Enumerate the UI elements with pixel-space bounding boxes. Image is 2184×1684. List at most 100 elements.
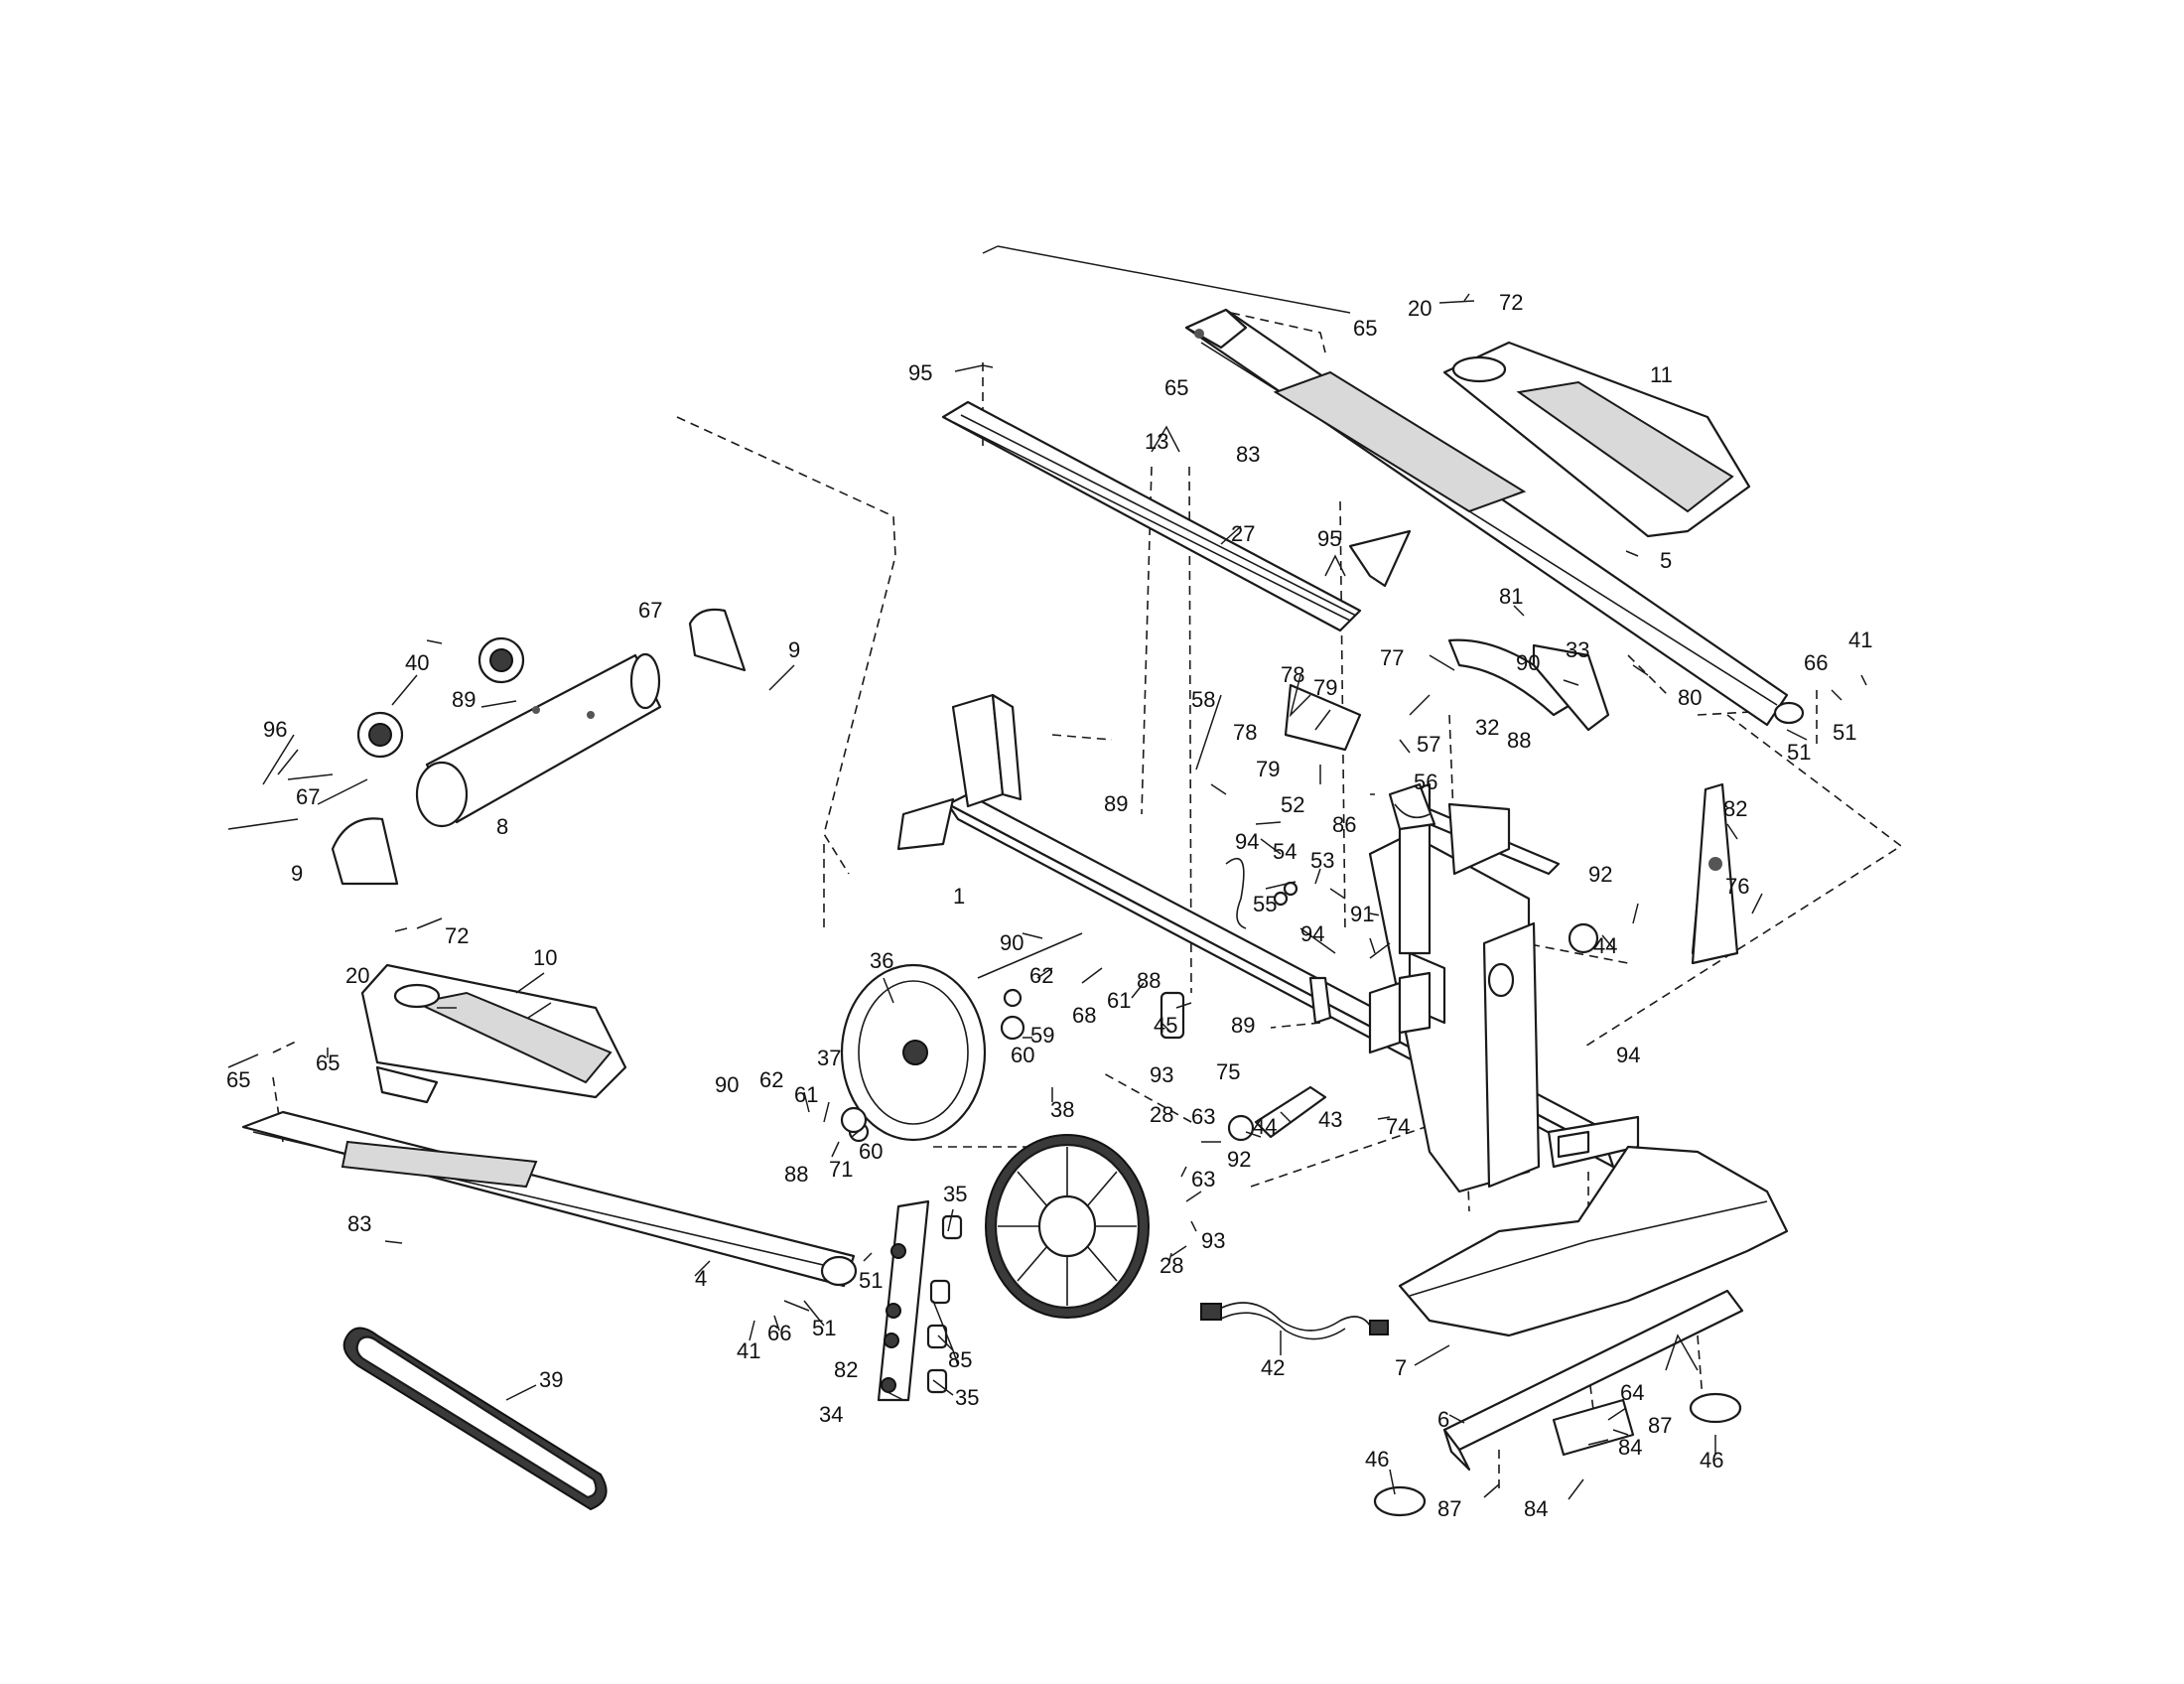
callout-c27: 79 — [1313, 675, 1337, 700]
callout-c22: 77 — [1380, 645, 1404, 670]
front-shroud — [1398, 1145, 1789, 1337]
callout-c33: 57 — [1417, 732, 1440, 757]
callout-c95: 82 — [834, 1357, 858, 1382]
callout-c54: 90 — [1000, 930, 1024, 955]
callout-c82: 60 — [859, 1139, 883, 1164]
callout-c83: 92 — [1227, 1147, 1251, 1172]
callout-c104: 84 — [1618, 1435, 1642, 1460]
callout-c55: 20 — [345, 963, 369, 988]
callout-c100: 64 — [1620, 1380, 1644, 1405]
callout-c2: 72 — [1499, 290, 1523, 315]
callout-c46: 55 — [1253, 892, 1277, 916]
callout-c7: 13 — [1145, 429, 1168, 454]
callout-c14: 40 — [405, 650, 429, 675]
callout-c66: 93 — [1150, 1062, 1173, 1087]
callout-c103: 35 — [955, 1385, 979, 1410]
callout-c16: 96 — [263, 717, 287, 742]
callout-c41: 82 — [1723, 796, 1747, 821]
callout-c19: 9 — [291, 861, 303, 886]
callout-c101: 87 — [1648, 1413, 1672, 1438]
callout-c3: 20 — [1408, 296, 1432, 321]
callout-c35: 79 — [1256, 757, 1280, 781]
callout-c12: 67 — [638, 598, 662, 623]
callout-c10: 95 — [1317, 526, 1341, 551]
callout-c61: 45 — [1154, 1013, 1177, 1038]
callout-c5: 65 — [1164, 375, 1188, 400]
callout-c81: 71 — [829, 1157, 853, 1182]
left-pedal — [360, 963, 627, 1104]
callout-c92: 66 — [767, 1321, 791, 1345]
callout-c29: 58 — [1191, 687, 1215, 712]
callout-c80: 88 — [784, 1162, 808, 1187]
callout-c88: 4 — [695, 1266, 707, 1291]
callout-c1: 65 — [1353, 316, 1377, 341]
callout-c32: 32 — [1475, 715, 1499, 740]
callout-c90: 28 — [1160, 1253, 1183, 1278]
callout-c47: 92 — [1588, 862, 1612, 887]
callout-c8: 83 — [1236, 442, 1260, 467]
callout-c40: 86 — [1332, 812, 1356, 837]
callout-c86: 83 — [347, 1211, 371, 1236]
callout-c99: 6 — [1437, 1407, 1449, 1432]
callout-c52: 72 — [445, 923, 469, 948]
drive-belt — [342, 1327, 608, 1511]
callout-c13: 9 — [788, 637, 800, 662]
callout-c37: 89 — [1104, 791, 1128, 816]
callout-c75: 63 — [1191, 1104, 1215, 1129]
callout-c60: 61 — [1107, 988, 1131, 1013]
callout-c106: 46 — [1700, 1448, 1723, 1473]
callout-c30: 51 — [1833, 720, 1856, 745]
right-pedal — [1442, 341, 1751, 538]
callout-c72: 90 — [715, 1072, 739, 1097]
main-frame — [896, 693, 1640, 1193]
callout-c59: 68 — [1072, 1003, 1096, 1028]
callout-c49: 94 — [1300, 921, 1324, 946]
callout-c24: 66 — [1804, 650, 1828, 675]
callout-c48: 76 — [1725, 874, 1749, 899]
callout-c64: 60 — [1011, 1043, 1034, 1067]
right-pedal-arm — [1184, 308, 1805, 727]
callout-c42: 94 — [1235, 829, 1259, 854]
callout-c43: 54 — [1273, 839, 1297, 864]
callout-c21: 41 — [1848, 628, 1872, 652]
callout-c76: 44 — [1253, 1114, 1277, 1139]
callout-c107: 87 — [1437, 1496, 1461, 1521]
callout-c39: 52 — [1281, 792, 1304, 817]
flywheel — [840, 932, 1083, 1143]
callout-c36: 88 — [1507, 728, 1531, 753]
callout-c34: 51 — [1787, 740, 1811, 765]
callout-c6: 11 — [1650, 362, 1673, 387]
callout-c63: 59 — [1030, 1023, 1054, 1048]
callout-c15: 89 — [452, 687, 476, 712]
callout-c4: 95 — [908, 360, 932, 385]
callout-c65: 37 — [817, 1046, 841, 1070]
callout-c77: 43 — [1318, 1107, 1342, 1132]
callout-c68: 94 — [1616, 1043, 1640, 1067]
front-stabilizer — [1373, 1289, 1744, 1517]
left-pedal-arm — [241, 1110, 858, 1288]
callout-c97: 7 — [1395, 1355, 1407, 1380]
callout-c98: 39 — [539, 1367, 563, 1392]
callout-c25: 90 — [1516, 650, 1540, 675]
callout-labels: 65 72 20 95 65 11 13 83 27 95 5 67 9 40 … — [226, 290, 1872, 1521]
callout-c17: 8 — [496, 814, 508, 839]
callout-c87: 93 — [1201, 1228, 1225, 1253]
callout-c102: 34 — [819, 1402, 843, 1427]
callout-c50: 91 — [1350, 902, 1374, 926]
callout-c20: 81 — [1499, 584, 1523, 609]
callout-c89: 51 — [859, 1268, 883, 1293]
callout-c44: 53 — [1310, 848, 1334, 873]
callout-c53: 10 — [533, 945, 557, 970]
callout-c94: 42 — [1261, 1355, 1285, 1380]
callout-c74: 28 — [1150, 1102, 1173, 1127]
rear-stabilizer — [227, 608, 747, 886]
callout-c93: 51 — [812, 1316, 836, 1340]
wire-harness — [1200, 1302, 1389, 1340]
callout-c58: 88 — [1137, 968, 1160, 993]
callout-c91: 41 — [737, 1338, 760, 1363]
callout-c31: 78 — [1233, 720, 1257, 745]
callout-c73: 61 — [794, 1082, 818, 1107]
callout-c96: 85 — [948, 1347, 972, 1372]
drive-pulley — [985, 1134, 1150, 1319]
callout-c51: 44 — [1593, 933, 1617, 958]
